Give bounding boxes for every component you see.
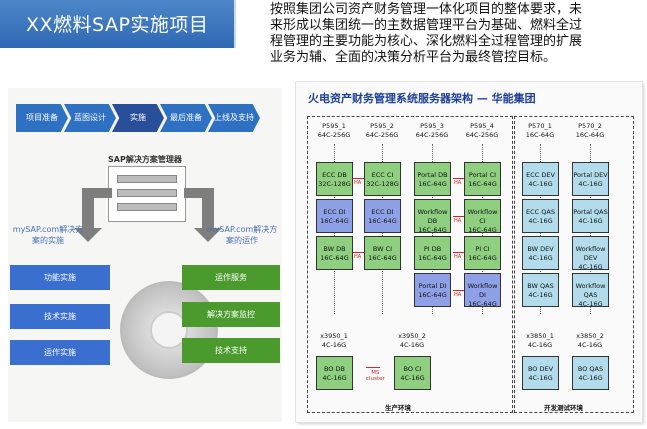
- intro-paragraph: 按照集团公司资产财务管理一体化项目的整体要求，未 来形成以集团统一的主数据管理平…: [270, 2, 646, 66]
- page-title: XX燃料SAP实施项目: [26, 14, 209, 36]
- phase-chevron: 最后准备: [160, 104, 212, 132]
- server-architecture-diagram: 火电资产财务管理系统服务器架构 — 华能集团 生产环境 开发测试环境 P595_…: [296, 82, 642, 422]
- technical-support: 技术支持: [182, 338, 280, 363]
- title-banner: XX燃料SAP实施项目: [0, 0, 236, 48]
- operation-implementation: 运作实施: [10, 340, 110, 365]
- sap-methodology-diagram: 项目准备蓝图设计实施最后准备上线及支持 SAP解决方案管理器 mySAP.com…: [8, 88, 282, 422]
- right-down-arrow-icon: [184, 188, 222, 242]
- lifecycle-circle-icon: [120, 281, 218, 379]
- operation-service: 运作服务: [182, 265, 280, 290]
- ha-label: HA: [354, 254, 362, 260]
- ha-label: HA: [454, 218, 462, 224]
- ha-link: [453, 290, 464, 291]
- implementation-label: mySAP.com解决方案的实施: [12, 225, 84, 245]
- ha-link: [353, 178, 364, 179]
- ha-link: [353, 252, 364, 253]
- phase-chevron: 实施: [112, 104, 164, 132]
- dev-test-environment: [514, 116, 634, 413]
- intro-line: 来形成以集团统一的主数据管理平台为基础、燃料全过: [270, 18, 583, 33]
- phase-chevron: 蓝图设计: [64, 104, 116, 132]
- server-tray: [117, 175, 177, 183]
- intro-line: 程管理的主要功能为核心、深化燃料全过程管理的扩展: [270, 34, 583, 49]
- server-tray: [117, 203, 177, 211]
- solution-monitoring: 解决方案监控: [182, 302, 280, 327]
- operation-label: mySAP.com解决方案的运作: [206, 225, 278, 245]
- intro-line: 按照集团公司资产财务管理一体化项目的整体要求，未: [270, 2, 583, 17]
- functional-implementation: 功能实施: [10, 265, 110, 290]
- cluster-label: MS cluster: [366, 370, 385, 382]
- solution-manager-label: SAP解决方案管理器: [108, 155, 182, 164]
- ha-label: HA: [454, 180, 462, 186]
- production-environment: [307, 116, 513, 413]
- cluster-link: [366, 367, 380, 368]
- intro-line: 业务为辅、全面的决策分析平台为最终管控目标。: [270, 50, 557, 65]
- ha-label: HA: [454, 292, 462, 298]
- technical-implementation: 技术实施: [10, 304, 110, 329]
- dev-test-label: 开发测试环境: [544, 404, 583, 412]
- ha-link: [453, 178, 464, 179]
- left-down-arrow-icon: [74, 188, 112, 242]
- ha-link: [453, 252, 464, 253]
- ha-label: HA: [354, 180, 362, 186]
- phase-chevron: 项目准备: [16, 104, 68, 132]
- ha-label: HA: [454, 254, 462, 260]
- phase-chevron: 上线及支持: [208, 104, 260, 132]
- production-label: 生产环境: [385, 404, 411, 412]
- solution-manager-box: [108, 166, 186, 222]
- ha-link: [453, 216, 464, 217]
- architecture-title: 火电资产财务管理系统服务器架构 — 华能集团: [308, 92, 536, 105]
- server-tray: [117, 189, 177, 197]
